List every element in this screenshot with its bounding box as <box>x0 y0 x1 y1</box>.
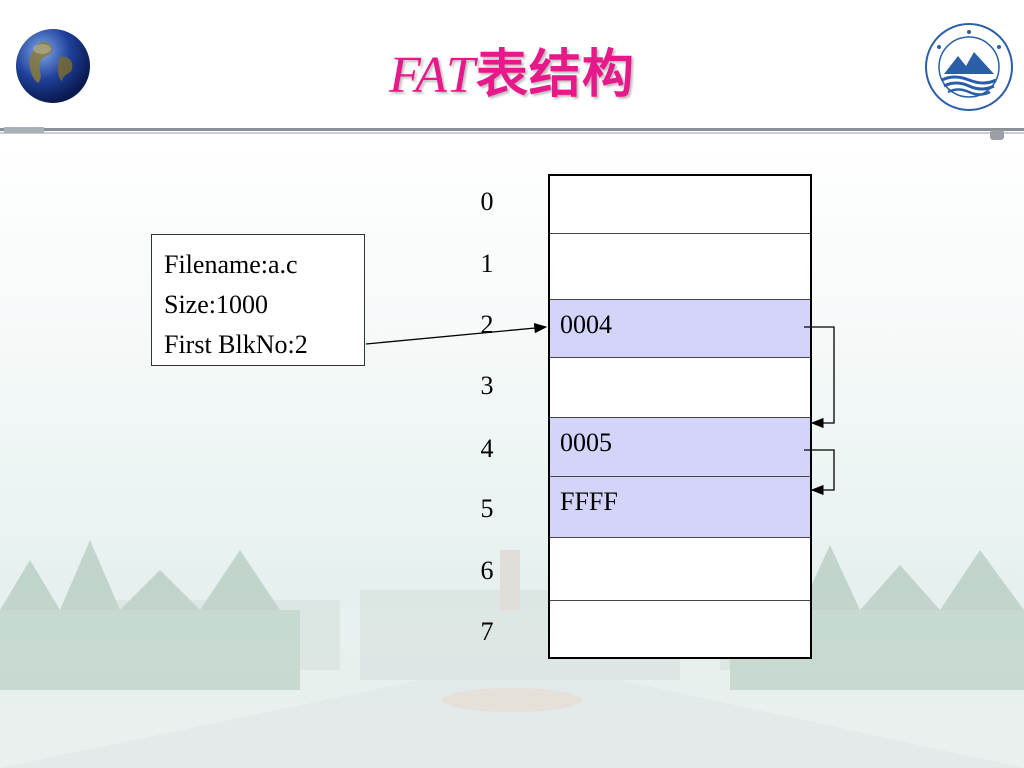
fat-entry-1 <box>550 233 810 299</box>
fat-entry-4: 0005 <box>550 417 810 476</box>
fat-index-label: 4 <box>480 434 494 463</box>
fat-entry-7 <box>550 600 810 657</box>
fat-index-label: 3 <box>480 371 494 400</box>
fat-index-label: 1 <box>480 249 494 278</box>
fat-entry-3 <box>550 357 810 417</box>
filename-text: Filename:a.c <box>164 250 298 279</box>
university-logo <box>925 23 1013 111</box>
fat-entry-2: 0004 <box>550 299 810 357</box>
fat-entry-6 <box>550 537 810 600</box>
file-directory-entry: Filename:a.c Size:1000 First BlkNo:2 <box>151 234 365 366</box>
fat-index-label: 0 <box>480 187 494 216</box>
fat-index-label: 7 <box>480 617 494 646</box>
fat-entry-5: FFFF <box>550 476 810 537</box>
fat-index-label: 5 <box>480 494 494 523</box>
globe-icon <box>16 29 90 103</box>
title-latin: FAT <box>389 47 476 104</box>
title-cjk: 表结构 <box>475 45 635 105</box>
first-block-text: First BlkNo:2 <box>164 330 308 359</box>
slide-title: FAT表结构 <box>0 32 1024 107</box>
header-divider <box>0 127 1024 140</box>
fat-entry-0 <box>550 176 810 233</box>
slide-header: FAT表结构 <box>0 0 1024 140</box>
fat-index-label: 2 <box>480 310 494 339</box>
size-text: Size:1000 <box>164 290 268 319</box>
fat-index-label: 6 <box>480 556 494 585</box>
